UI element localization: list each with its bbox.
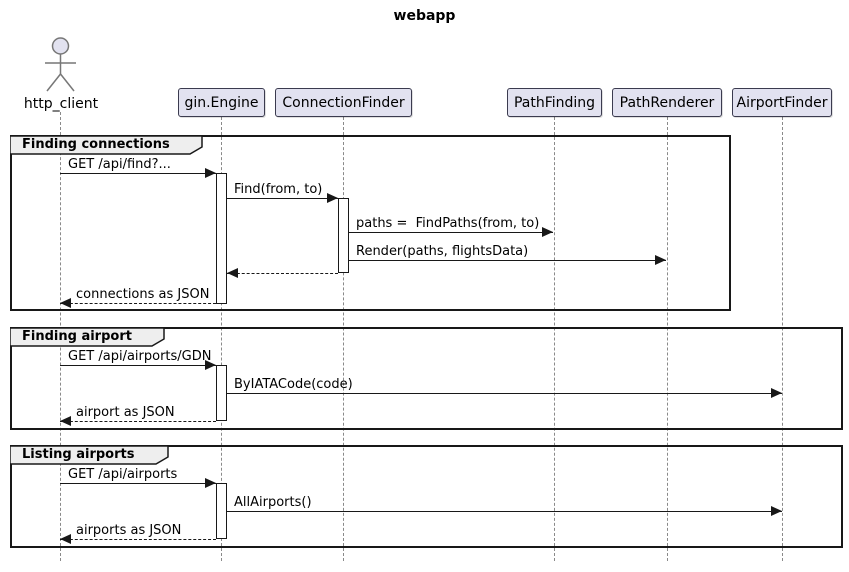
participant-path-finding: PathFinding (507, 88, 602, 117)
message-label: AllAirports() (234, 495, 312, 510)
actor-icon (45, 37, 76, 92)
arrowhead-icon (771, 506, 782, 516)
participant-gin-engine: gin.Engine (178, 88, 265, 117)
message-label: Find(from, to) (234, 182, 323, 197)
arrowhead-icon (227, 268, 238, 278)
arrowhead-icon (542, 227, 553, 237)
message-line (60, 539, 216, 540)
arrowhead-icon (771, 388, 782, 398)
message-line (60, 421, 216, 422)
arrowhead-icon (205, 360, 216, 370)
message-label: GET /api/airports (68, 467, 178, 482)
participant-connection-finder: ConnectionFinder (275, 88, 412, 117)
arrowhead-icon (655, 255, 666, 265)
arrowhead-icon (60, 298, 71, 308)
message-label: paths = FindPaths(from, to) (356, 216, 540, 231)
message-label: ByIATACode(code) (234, 377, 353, 392)
group-header-shape (10, 135, 203, 155)
actor-label: http_client (23, 96, 99, 112)
message-line (60, 365, 216, 366)
message-label: Render(paths, flightsData) (356, 244, 529, 259)
group-frame-listing-airports (10, 445, 843, 548)
message-line (349, 260, 666, 261)
lifeline-gin-engine (221, 117, 222, 561)
group-header-shape (10, 445, 169, 465)
message-label: airport as JSON (76, 405, 175, 420)
diagram-title: webapp (393, 8, 456, 24)
message-line (227, 273, 338, 274)
lifeline-connection-finder (343, 117, 344, 561)
activation-gin-engine-3 (216, 483, 227, 539)
participant-path-renderer: PathRenderer (612, 88, 722, 117)
message-line (227, 198, 338, 199)
group-frame-finding-airport (10, 327, 843, 430)
activation-gin-engine-1 (216, 173, 227, 304)
participant-airport-finder: AirportFinder (732, 88, 832, 117)
lifeline-airport-finder (782, 117, 783, 561)
activation-gin-engine-2 (216, 365, 227, 421)
lifeline-path-renderer (667, 117, 668, 561)
arrowhead-icon (205, 478, 216, 488)
arrowhead-icon (327, 193, 338, 203)
arrowhead-icon (60, 416, 71, 426)
arrowhead-icon (60, 534, 71, 544)
group-frame-finding-connections (10, 135, 731, 311)
message-line (349, 232, 553, 233)
message-label: airports as JSON (76, 523, 182, 538)
message-line (60, 483, 216, 484)
message-line (227, 511, 782, 512)
message-line (60, 173, 216, 174)
message-label: GET /api/find?... (68, 157, 171, 172)
message-line (60, 303, 216, 304)
group-label-listing-airports: Listing airports (22, 447, 135, 462)
message-line (227, 393, 782, 394)
group-header-shape (10, 327, 165, 347)
message-label: connections as JSON (76, 287, 210, 302)
activation-connection-finder (338, 198, 349, 273)
group-label-finding-connections: Finding connections (22, 137, 170, 152)
message-label: GET /api/airports/GDN (68, 349, 212, 364)
lifeline-path-finding (554, 117, 555, 561)
group-label-finding-airport: Finding airport (22, 329, 132, 344)
arrowhead-icon (205, 168, 216, 178)
